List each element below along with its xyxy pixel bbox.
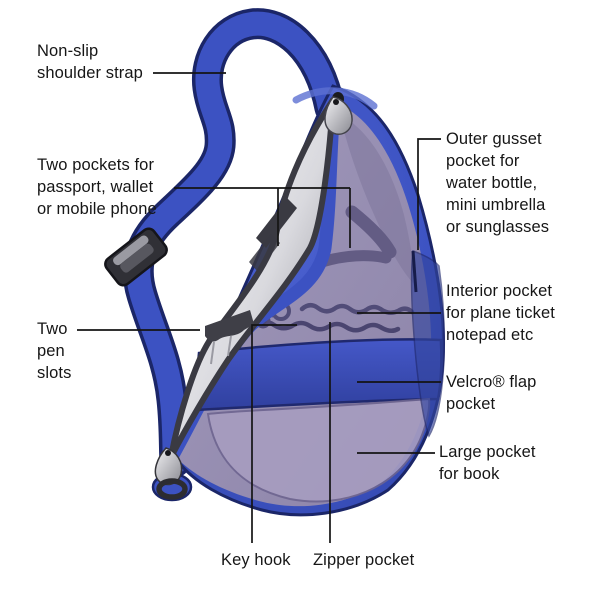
- label-velcro-flap: Velcro® flap pocket: [446, 373, 537, 413]
- leader-lines: [77, 72, 441, 543]
- zipper-pocket-edge: [253, 320, 401, 333]
- interior-shadow: [340, 115, 415, 285]
- zipper-pull-top-icon: [324, 92, 353, 135]
- leader-two-pockets: [174, 187, 351, 248]
- inside-pocket-mark-2: [249, 234, 280, 272]
- label-non-slip-shoulder-strap: Non-slip shoulder strap: [37, 42, 143, 82]
- label-interior-pocket: Interior pocket for plane ticket notepad…: [446, 282, 555, 344]
- label-key-hook: Key hook: [221, 551, 291, 569]
- interior-strap-detail-2: [316, 250, 392, 268]
- label-large-pocket: Large pocket for book: [439, 443, 536, 483]
- strap-buckle-icon: [104, 227, 168, 287]
- outer-gusset-pocket: [410, 249, 445, 438]
- interior-strap-detail: [345, 205, 397, 259]
- leader-key-hook: [251, 324, 297, 543]
- pen-slots: [205, 310, 254, 342]
- label-two-pockets: Two pockets for passport, wallet or mobi…: [37, 156, 157, 218]
- shoulder-strap: [122, 8, 346, 478]
- label-outer-gusset: Outer gusset pocket for water bottle, mi…: [446, 130, 550, 236]
- leader-outer-gusset: [417, 138, 441, 250]
- pen-slot-lines: [210, 335, 232, 365]
- label-zipper-pocket: Zipper pocket: [313, 551, 415, 569]
- zipper-pull-bottom-icon: [151, 447, 193, 502]
- inside-pocket-mark: [256, 198, 297, 248]
- dome-highlight: [292, 87, 378, 110]
- label-pen-slots: Two pen slots: [37, 320, 72, 382]
